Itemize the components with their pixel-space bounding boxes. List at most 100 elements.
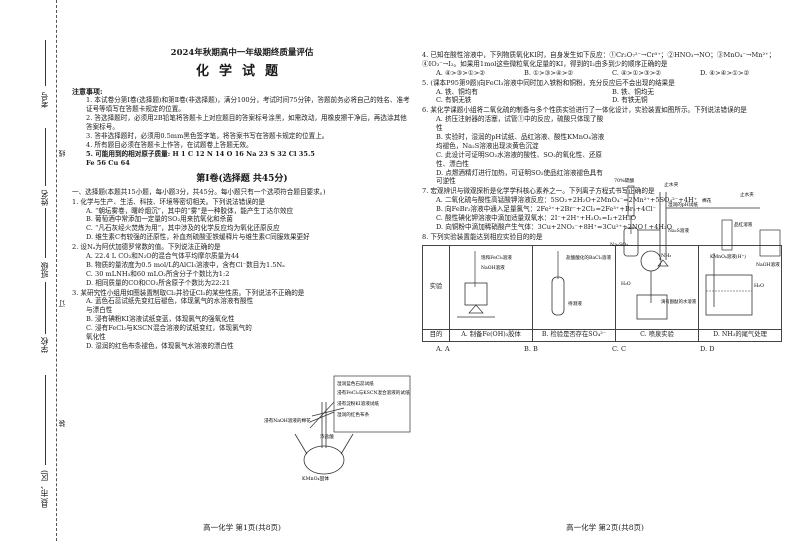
- q6-label-ph-paper: 湿润的pH试纸: [668, 201, 698, 208]
- q3-label-naoh-cotton: 浸有NaOH溶液的棉花: [264, 417, 311, 424]
- q6-label-magenta: 品红溶液: [734, 221, 753, 228]
- q8-label-bacl2: 盐酸酸化的BaCl₂溶液: [566, 254, 612, 261]
- q6-label-kmno4: KMnO₄溶液(H⁺): [710, 253, 746, 260]
- q3-label-conc-hcl: 浓盐酸: [320, 433, 334, 440]
- binding-underline: [45, 282, 46, 334]
- q8-figure-b: 盐酸酸化的BaCl₂溶液 待测液: [551, 250, 612, 316]
- q4-options: A. ④>③>①>② B. ①>③>④>② C. ④>①>③>② D. ④>④>…: [422, 69, 788, 78]
- page-2: 4. 已知在酸性溶液中，下列物质氧化KI时，自身发生如下反应：①Cr₂O₇²⁻→…: [422, 0, 788, 541]
- q8-option-d: D. D: [700, 344, 715, 353]
- q3-option-c: C. 浸有FeCl₂与KSCN混合溶液的试纸变红，体现氯气的氧化性: [86, 324, 252, 341]
- q6-option-a: A. 挤压注射器的活塞，试管①中的反应，硫酸只体现了酸性: [436, 115, 604, 133]
- q8-row-label-experiment: 实验: [422, 244, 450, 331]
- q3-label-starch-ki: 浸有淀粉KI溶液试纸: [337, 400, 379, 407]
- notice-item: 4. 所有题目必须在答题卡上作答，在试题卷上答题无效。: [86, 140, 253, 149]
- q3-option-a: A. 蓝色石蕊试纸先变红后褪色，体现氯气的水溶液有酸性与漂白性: [86, 297, 254, 315]
- q5-option-d: D. 有铁无铜: [612, 96, 648, 105]
- binding-underline: [45, 208, 46, 258]
- q6-label-na2s: Na₂S溶液: [668, 227, 689, 234]
- binding-label-name: 姓名: [40, 190, 49, 206]
- q6-apparatus-figure: 70%硫酸 Na₂SO₃ 止水夹 湿润的pH试纸 Na₂S溶液 棉花 止水夹 品…: [610, 177, 781, 268]
- binding-underline: [45, 40, 46, 86]
- q3-option-b: B. 浸有碘粉KI溶液试纸变蓝，体现氯气的强氧化性: [86, 315, 235, 324]
- notice-item: 2. 答选择题时，必须用2B铅笔将答题卡上对应题目的答案标号涂黑，如需改动，用橡…: [86, 114, 407, 132]
- binding-label-exam-number: 考号: [40, 92, 49, 108]
- page-1: 2024年秋期高中一年级期终质量评估 化学试题 注意事项: 1. 本试卷分第Ⅰ卷…: [72, 0, 412, 541]
- q8-label-water-c: H₂O: [621, 281, 631, 287]
- q8-purpose-a: A. 制备Fe(OH)₃胶体: [449, 329, 533, 342]
- question-2-stem: 2. 设Nₐ为阿伏加德罗常数的值。下列说法正确的是: [72, 243, 221, 252]
- q5-options-row1: A. 铁、铜均有 B. 铁、铜均无: [422, 88, 788, 97]
- q4-option-a: A. ④>③>①>②: [436, 68, 486, 77]
- q5-option-a: A. 铁、铜均有: [436, 87, 478, 96]
- q6-option-d: D. 点燃酒精灯进行加热，可证明SO₂使品红溶液褪色具有可逆性: [436, 168, 603, 186]
- q2-option-d: D. 相同质量的CO和CO₂所含原子个数比为22:21: [86, 278, 231, 287]
- q4-option-c: C. ④>①>③>②: [612, 68, 662, 77]
- q3-apparatus-figure: 湿润蓝色石蕊试纸 浸有FeCl₂与KSCN混合溶液的试纸 浸有淀粉KI溶液试纸 …: [264, 375, 411, 482]
- q8-option-a: A. A: [436, 344, 450, 353]
- cut-mark-bind: 装: [58, 420, 66, 427]
- q6-label-cotton: 棉花: [702, 197, 712, 204]
- notice-heading: 注意事项:: [72, 87, 103, 97]
- question-4-stem: 4. 已知在酸性溶液中，下列物质氧化KI时，自身发生如下反应：①Cr₂O₇²⁻→…: [422, 51, 776, 68]
- q4-option-d: D. ④>④>①>②: [700, 68, 750, 77]
- q1-option-c: C. “凡石灰经火焚炼为用”，其中涉及的化学反应均为氧化还原反应: [86, 224, 280, 233]
- q4-option-b: B. ①>③>④>②: [524, 68, 574, 77]
- q6-label-sulfuric: 70%硫酸: [614, 177, 634, 184]
- q8-options: A. A B. B C. C D. D: [422, 345, 788, 354]
- binding-label-class: 班级: [40, 262, 49, 278]
- binding-underline: [45, 128, 46, 186]
- q7-option-c: C. 酸性碘化钾溶液中滴加适量双氧水：2I⁻+2H⁺+H₂O₂=I₂+2H₂O: [436, 214, 636, 223]
- binding-margin: 考号 姓名 班级 学校 县(市、区) 线 订 装: [0, 0, 70, 541]
- q5-option-c: C. 有铜无铁: [436, 96, 472, 105]
- q3-label-kmno4: KMnO₄固体: [302, 475, 329, 482]
- section-intro: 一、选择题(本题共15小题，每小题3分，共45分。每小题只有一个选项符合题目要求…: [72, 187, 326, 196]
- q8-purpose-d: D. NH₃的尾气处理: [698, 329, 782, 342]
- q8-purpose-c: C. 喷泉实验: [615, 329, 699, 342]
- subject-title: 化学试题: [195, 64, 288, 80]
- q8-label-fecl3: 饱和FeCl₃溶液: [481, 254, 512, 261]
- q8-row-label-purpose: 目的: [422, 329, 450, 342]
- q6-label-clamp-1: 止水夹: [664, 181, 679, 188]
- q1-option-d: D. 维生素C有较强的还原性，补血剂硫酸亚铁缓释片与维生素C同服效果更好: [86, 233, 310, 242]
- q2-option-a: A. 22.4 L CO₂和N₂O的混合气体平均摩尔质量为44: [86, 251, 240, 260]
- q8-experiment-table: 实验 饱和FeCl₃溶液 NaOH溶液 盐酸酸化的BaCl₂溶液 待测液: [422, 244, 782, 342]
- question-1-stem: 1. 化学与生产、生活、科技、环境等密切相关。下列说法错误的是: [72, 197, 266, 206]
- q5-options-row2: C. 有铜无铁 D. 有铁无铜: [422, 96, 788, 105]
- q8-cell-a: 饱和FeCl₃溶液 NaOH溶液: [449, 244, 533, 331]
- section-title: 第Ⅰ卷(选择题 共45分): [196, 173, 288, 184]
- notice-item: Fe 56 Cu 64: [86, 158, 130, 167]
- q2-option-c: C. 30 mLNH₃和60 mLO₂所含分子个数比为1:2: [86, 269, 230, 278]
- q8-label-naoh: NaOH溶液: [481, 264, 505, 271]
- q3-label-red-cloth: 湿润的红色布条: [337, 411, 370, 418]
- binding-dashed-line: [56, 0, 57, 541]
- q3-option-d: D. 湿润的红色布条褪色，体现氯气水溶液的漂白性: [86, 341, 234, 350]
- q8-purpose-b: B. 检验是否存在SO₄²⁻: [532, 329, 616, 342]
- q6-option-c: C. 此设计可证明SO₂水溶液的酸性、SO₂的氧化性、还原性、漂白性: [436, 150, 603, 168]
- q8-label-water-d: H₂O: [754, 283, 764, 289]
- q3-label-blue-litmus: 湿润蓝色石蕊试纸: [337, 380, 374, 387]
- q8-option-c: C. C: [612, 344, 627, 353]
- exam-title: 2024年秋期高中一年级期终质量评估: [170, 48, 314, 58]
- q8-cell-c: NH₃ H₂O 滴有酚酞的水溶液: [615, 244, 699, 331]
- q7-option-a: A. 二氧化硫与酸性高锰酸钾溶液反应：5SO₂+2H₂O+2MnO₄⁻=2Mn²…: [436, 196, 698, 205]
- q8-cell-b: 盐酸酸化的BaCl₂溶液 待测液: [532, 244, 616, 331]
- q6-label-na2so3: Na₂SO₃: [610, 242, 628, 248]
- q7-option-b: B. 向FeBr₂溶液中通入足量氯气：2Fe²⁺+2Br⁻+2Cl₂=2Fe³⁺…: [436, 205, 656, 214]
- question-6-stem: 6. 某化学课题小组将二氧化硫的制备与多个性质实验进行了一体化设计，实验装置如图…: [422, 106, 747, 115]
- notice-item: 3. 答非选择题时，必须用0.5mm黑色签字笔，将答案书写在答题卡规定的位置上。: [86, 132, 329, 141]
- q8-label-sample: 待测液: [568, 300, 582, 307]
- q6-option-b: B. 实验时，湿润的pH试纸、品红溶液、酸性KMnO₄溶液均褪色，Na₂S溶液出…: [436, 133, 605, 150]
- question-7-stem: 7. 宏观辨识与微观探析是化学学科核心素养之一。下列离子方程式书写正确的是: [422, 187, 655, 196]
- question-5-stem: 5. (课本P95第9题)向FeCl₃溶液中同时加入铁粉和铜粉，充分反应后不会出…: [422, 78, 675, 87]
- q8-option-b: B. B: [524, 344, 538, 353]
- q1-option-a: A. “朝坛雾卷，曙岭烟沉”，其中的“雾”是一种胶体，能产生丁达尔效应: [86, 206, 294, 215]
- q6-label-naoh: NaOH溶液: [756, 261, 780, 268]
- binding-label-school: 学校: [40, 337, 49, 353]
- q8-label-phenolphthalein: 滴有酚酞的水溶液: [661, 298, 697, 305]
- q2-option-b: B. 物质的量浓度为0.5 mol/L的AlCl₃溶液中，含有Cl⁻数目为1.5…: [86, 260, 285, 269]
- question-3-stem: 3. 某研究性小组用如图装置制取Cl₂并验证Cl₂的某些性质。下列说法不正确的是: [72, 288, 305, 297]
- q8-figure-d: H₂O: [705, 252, 764, 316]
- question-8-stem: 8. 下列实验装置能达到相应实验目的的是: [422, 232, 543, 241]
- q1-option-b: B. 葡萄酒中常添加一定量的SO₂用来抗氧化和杀菌: [86, 215, 233, 224]
